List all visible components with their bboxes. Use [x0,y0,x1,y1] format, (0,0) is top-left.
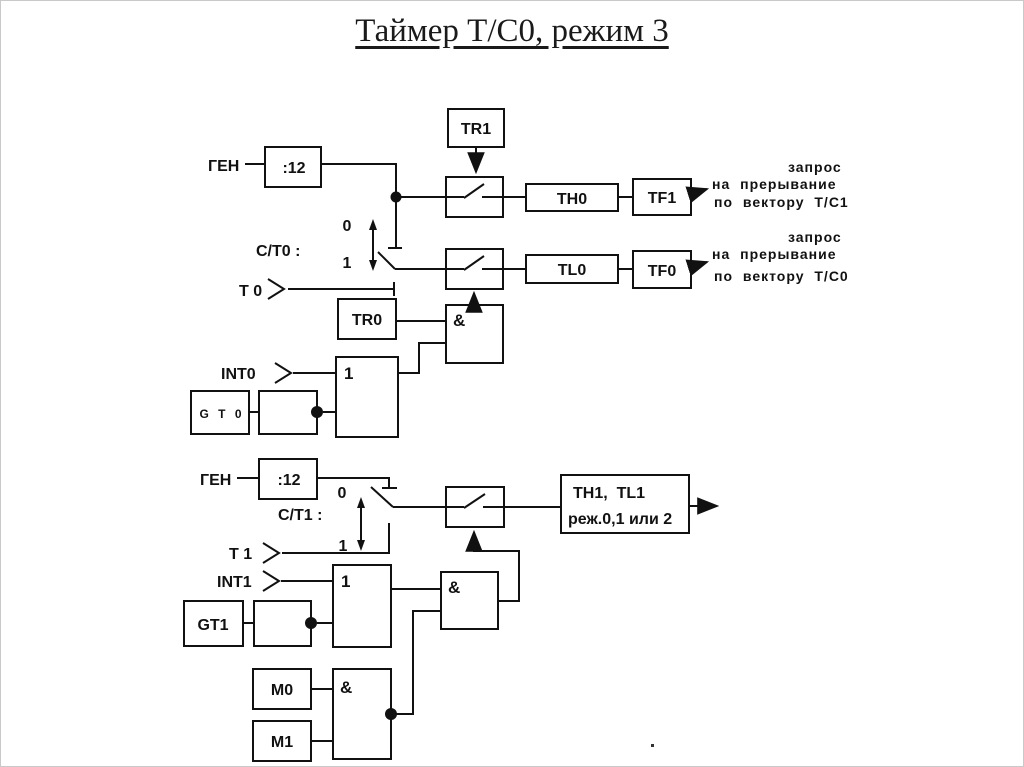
ct1-pos1-label: 1 [339,538,348,555]
tl0-label: TL0 [558,262,587,279]
ct0-label: C/T0 : [256,243,300,260]
ct1-label: C/T1 : [278,507,322,524]
ct1-pos0-label: 0 [338,485,347,502]
inverter-dot [311,406,323,418]
inverter-dot [305,617,317,629]
tr0-box [337,298,397,340]
irq-tc1-line1: запрос [788,159,842,175]
and-gate-t0-label: & [453,311,465,330]
tr1-box [447,108,505,148]
gt1-label: GT1 [197,617,228,634]
irq-tc0-line2: на прерывание [712,246,837,262]
or-gate-t1-box [332,564,392,648]
wires-t1pin [282,523,390,554]
updown-arrow-icon [357,497,365,551]
irq-text-tc1: запрос на прерывание по вектору Т/С1 [712,159,849,210]
inverter-box-t0 [258,390,318,435]
divider-label-t1: :12 [277,472,300,489]
selector-arm-icon [370,486,394,508]
irq-tc0-line3: по вектору Т/С0 [714,268,849,284]
gen-label-t0: ГЕН [208,158,239,175]
ct0-pos0-label: 0 [343,218,352,235]
switch-icon [445,486,505,528]
m1-label: M1 [271,734,293,751]
wire-mode-to-and [391,610,441,715]
pin-chevron-icon [262,570,281,592]
or-gate-t0-box [335,356,399,438]
or-gate-t1-label: 1 [341,572,350,591]
wires-clock-t0 [321,163,446,249]
wires-clock-t1 [317,477,397,489]
t1-pin-label: T 1 [229,546,252,563]
int1-pin-label: INT1 [217,574,252,591]
tf1-label: TF1 [648,190,677,207]
stray-dot [651,744,654,747]
switch-icon [445,176,504,218]
pin-chevron-icon [274,362,293,384]
pin-chevron-icon [262,542,281,564]
tr1-label: TR1 [461,121,491,138]
updown-arrow-icon [369,219,377,271]
arrow-irq-tc0 [685,259,710,277]
selector-arm-icon [377,251,396,270]
tr0-label: TR0 [352,312,382,329]
and-gate-t1-label: & [448,578,460,597]
gt0-label: G T 0 [199,407,244,421]
and-gate-mode-label: & [340,678,352,697]
tf0-label: TF0 [648,263,677,280]
wire-and-to-switch-t1 [473,549,520,602]
irq-text-tc0: запрос на прерывание по вектору Т/С0 [712,229,849,284]
wires-mode [311,688,333,742]
th1-tl1-label: TH1, TL1 [573,485,645,502]
th1-tl1-box [560,474,690,534]
mode-label: реж.0,1 или 2 [568,511,672,528]
page-title: Таймер Т/С0, режим 3 [355,13,669,49]
pin-chevron-icon [267,278,286,300]
m0-label: M0 [271,682,293,699]
switch-icon [445,248,504,290]
junction-dot [390,191,402,203]
irq-tc1-line3: по вектору Т/С1 [714,194,849,210]
wire-or-to-and-t0 [398,342,446,374]
divider-box-t0 [264,146,322,188]
arrow-irq-tc1 [685,186,710,204]
inverter-box-t1 [253,600,312,647]
irq-tc1-line2: на прерывание [712,176,837,192]
th0-label: TH0 [557,191,587,208]
ct0-pos1-label: 1 [343,255,352,272]
int0-pin-label: INT0 [221,366,256,383]
or-gate-t0-label: 1 [344,364,353,383]
wires-t0pin [288,282,395,296]
t0-pin-label: T 0 [239,283,262,300]
divider-label-t0: :12 [282,160,305,177]
irq-tc0-line1: запрос [788,229,842,245]
gen-label-t1: ГЕН [200,472,231,489]
